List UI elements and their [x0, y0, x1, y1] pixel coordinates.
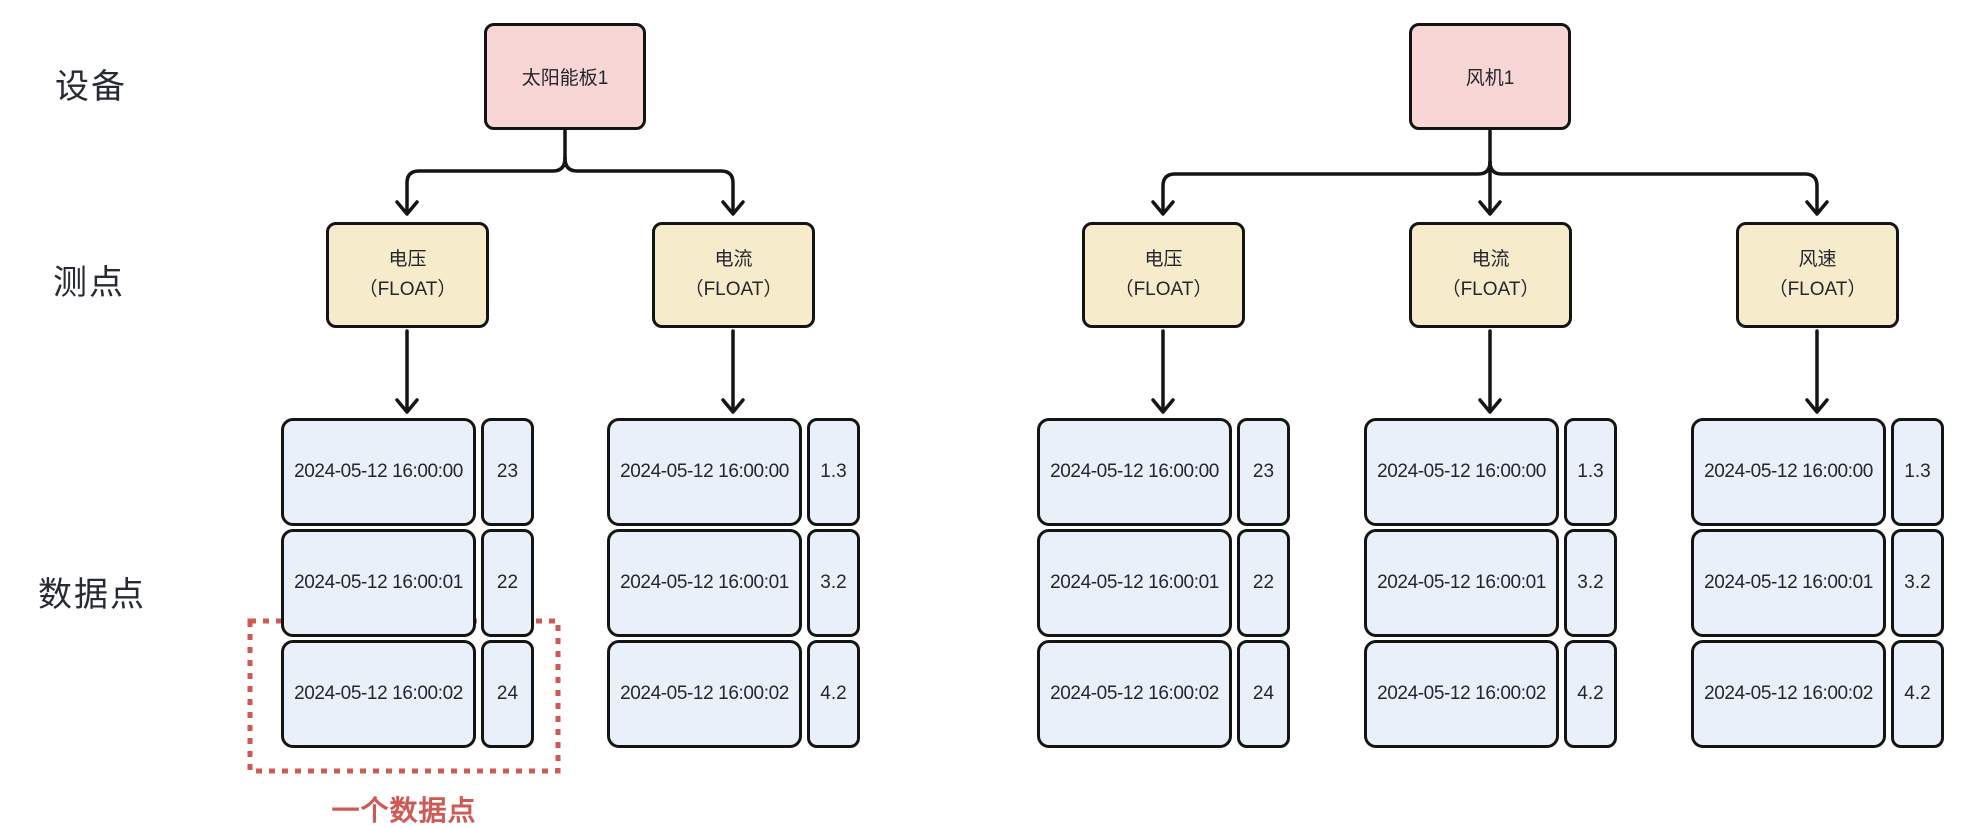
- measurement-node: 电压 （FLOAT）: [1082, 222, 1245, 328]
- measurement-column-solar-voltage: 电压 （FLOAT） 2024-05-12 16:00:00 23 2024-0…: [281, 222, 534, 751]
- measurement-name: 电压: [388, 248, 427, 270]
- row-label-measurement: 测点: [53, 264, 125, 302]
- datapoint-row: 2024-05-12 16:00:00 1.3: [1691, 418, 1944, 526]
- measurement-column-solar-current: 电流 （FLOAT） 2024-05-12 16:00:00 1.3 2024-…: [607, 222, 860, 751]
- value-cell: 24: [481, 640, 534, 748]
- measurement-column-wind-voltage: 电压 （FLOAT） 2024-05-12 16:00:00 23 2024-0…: [1037, 222, 1290, 751]
- value-cell: 23: [481, 418, 534, 526]
- row-label-datapoint: 数据点: [38, 576, 146, 614]
- connector-arrow: [395, 200, 419, 216]
- connector-branch-wind-right: [1488, 160, 1819, 213]
- connector-arrow: [1478, 200, 1502, 216]
- value-cell: 1.3: [1564, 418, 1617, 526]
- connector-arrow: [395, 398, 419, 414]
- timestamp-cell: 2024-05-12 16:00:01: [607, 529, 802, 637]
- connector-arrow: [1805, 398, 1829, 414]
- measurement-name: 电压: [1144, 248, 1183, 270]
- value-cell: 3.2: [1564, 529, 1617, 637]
- timestamp-cell: 2024-05-12 16:00:00: [607, 418, 802, 526]
- datapoint-row: 2024-05-12 16:00:01 22: [1037, 529, 1290, 637]
- value-cell: 3.2: [1891, 529, 1944, 637]
- timestamp-cell: 2024-05-12 16:00:01: [1364, 529, 1559, 637]
- value-cell: 1.3: [1891, 418, 1944, 526]
- datapoint-row: 2024-05-12 16:00:01 3.2: [1364, 529, 1617, 637]
- datapoint-row: 2024-05-12 16:00:01 3.2: [1691, 529, 1944, 637]
- measurement-column-wind-current: 电流 （FLOAT） 2024-05-12 16:00:00 1.3 2024-…: [1364, 222, 1617, 751]
- timestamp-cell: 2024-05-12 16:00:02: [607, 640, 802, 748]
- row-label-device: 设备: [55, 68, 127, 106]
- datapoint-row: 2024-05-12 16:00:00 1.3: [1364, 418, 1617, 526]
- device-node-label: 风机1: [1465, 68, 1515, 89]
- measurement-type: （FLOAT）: [1114, 279, 1213, 300]
- datapoint-row: 2024-05-12 16:00:02 4.2: [1691, 640, 1944, 748]
- datapoint-row: 2024-05-12 16:00:00 1.3: [607, 418, 860, 526]
- value-cell: 23: [1237, 418, 1290, 526]
- datapoint-row: 2024-05-12 16:00:01 22: [281, 529, 534, 637]
- measurement-node: 电流 （FLOAT）: [652, 222, 815, 328]
- measurement-type: （FLOAT）: [1441, 279, 1540, 300]
- connector-branch-wind-left: [1161, 160, 1492, 213]
- timestamp-cell: 2024-05-12 16:00:01: [281, 529, 476, 637]
- timestamp-cell: 2024-05-12 16:00:02: [281, 640, 476, 748]
- timestamp-cell: 2024-05-12 16:00:00: [281, 418, 476, 526]
- timestamp-cell: 2024-05-12 16:00:00: [1364, 418, 1559, 526]
- datapoint-row: 2024-05-12 16:00:00 23: [281, 418, 534, 526]
- measurement-name: 风速: [1798, 248, 1837, 270]
- value-cell: 3.2: [807, 529, 860, 637]
- connector-branch-solar-right: [563, 156, 735, 213]
- datapoint-highlight-box: [247, 618, 561, 774]
- measurement-column-wind-speed: 风速 （FLOAT） 2024-05-12 16:00:00 1.3 2024-…: [1691, 222, 1944, 751]
- value-cell: 22: [1237, 529, 1290, 637]
- datapoint-row: 2024-05-12 16:00:02 24: [1037, 640, 1290, 748]
- measurement-name: 电流: [1471, 248, 1510, 270]
- connector-arrow: [721, 398, 745, 414]
- value-cell: 4.2: [1891, 640, 1944, 748]
- datapoint-annotation-label: 一个数据点: [331, 795, 477, 826]
- timestamp-cell: 2024-05-12 16:00:02: [1364, 640, 1559, 748]
- datapoint-row: 2024-05-12 16:00:02 4.2: [607, 640, 860, 748]
- timestamp-cell: 2024-05-12 16:00:00: [1037, 418, 1232, 526]
- datapoint-row-highlighted: 2024-05-12 16:00:02 24: [281, 640, 534, 748]
- value-cell: 22: [481, 529, 534, 637]
- measurement-node: 风速 （FLOAT）: [1736, 222, 1899, 328]
- datapoint-row: 2024-05-12 16:00:00 23: [1037, 418, 1290, 526]
- measurement-type: （FLOAT）: [684, 279, 783, 300]
- connector-branch-solar-left: [405, 156, 567, 213]
- datapoint-row: 2024-05-12 16:00:01 3.2: [607, 529, 860, 637]
- connector-arrow: [721, 200, 745, 216]
- device-node-wind-turbine: 风机1: [1409, 23, 1571, 130]
- connector-arrow: [1805, 200, 1829, 216]
- timestamp-cell: 2024-05-12 16:00:00: [1691, 418, 1886, 526]
- value-cell: 1.3: [807, 418, 860, 526]
- measurement-type: （FLOAT）: [1768, 279, 1867, 300]
- measurement-node: 电流 （FLOAT）: [1409, 222, 1572, 328]
- datapoint-row: 2024-05-12 16:00:02 4.2: [1364, 640, 1617, 748]
- connector-arrow: [1478, 398, 1502, 414]
- device-node-label: 太阳能板1: [521, 68, 609, 89]
- value-cell: 24: [1237, 640, 1290, 748]
- timestamp-cell: 2024-05-12 16:00:02: [1037, 640, 1232, 748]
- measurement-type: （FLOAT）: [358, 279, 457, 300]
- value-cell: 4.2: [1564, 640, 1617, 748]
- measurement-node: 电压 （FLOAT）: [326, 222, 489, 328]
- timestamp-cell: 2024-05-12 16:00:01: [1691, 529, 1886, 637]
- connector-arrow: [1151, 398, 1175, 414]
- measurement-name: 电流: [714, 248, 753, 270]
- timestamp-cell: 2024-05-12 16:00:01: [1037, 529, 1232, 637]
- value-cell: 4.2: [807, 640, 860, 748]
- timestamp-cell: 2024-05-12 16:00:02: [1691, 640, 1886, 748]
- device-node-solar-panel: 太阳能板1: [484, 23, 646, 130]
- connector-arrow: [1151, 200, 1175, 216]
